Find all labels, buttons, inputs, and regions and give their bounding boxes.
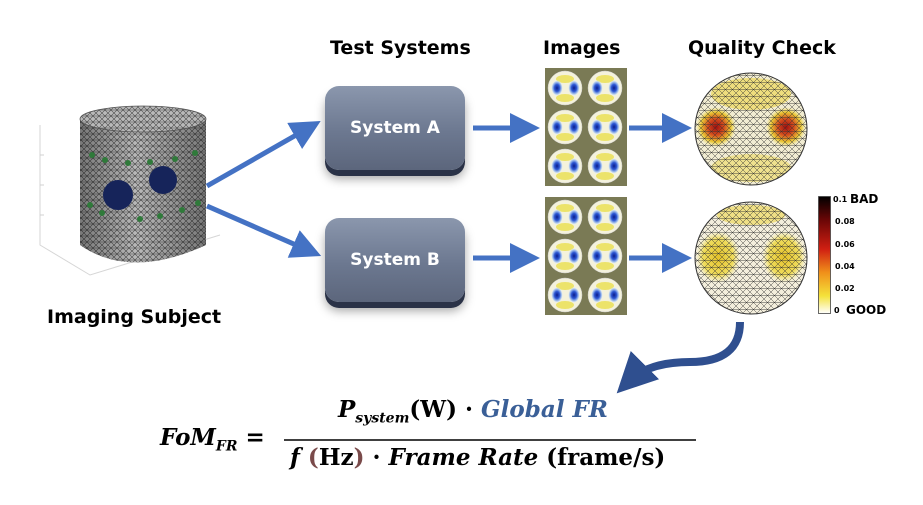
fraction-bar xyxy=(284,439,696,441)
imaging-subject-label: Imaging Subject xyxy=(47,306,222,328)
colorbar-tick-0.02: 0.02 xyxy=(835,284,855,293)
arrow-subject-to-system-a xyxy=(205,121,321,189)
colorbar-tick-0.04: 0.04 xyxy=(835,262,855,271)
arrow-subject-to-system-b xyxy=(205,203,322,258)
formula-denominator: f (Hz) · Frame Rate (frame/s) xyxy=(290,444,666,471)
colorbar-label-good: GOOD xyxy=(846,303,887,317)
header-images: Images xyxy=(543,37,621,59)
colorbar-tick-0.08: 0.08 xyxy=(835,217,855,226)
colorbar-tick-0.06: 0.06 xyxy=(835,240,855,249)
system-b-box: System B xyxy=(325,218,465,302)
formula-lhs: FoMFR = xyxy=(160,424,265,455)
colorbar-tick-0: 0 xyxy=(834,306,840,315)
imaging-subject-mesh xyxy=(39,105,221,276)
system-a-box: System A xyxy=(325,86,465,170)
quality-map-b xyxy=(694,201,808,315)
header-quality-check: Quality Check xyxy=(688,37,836,59)
colorbar xyxy=(818,196,831,314)
images-grid-b xyxy=(545,197,627,315)
figure-of-merit-formula: FoMFR = Psystem(W) · Global FR f (Hz) · … xyxy=(160,392,700,482)
colorbar-tick-0.1: 0.1 xyxy=(833,195,848,204)
formula-numerator: Psystem(W) · Global FR xyxy=(338,396,608,427)
header-test-systems: Test Systems xyxy=(330,37,471,59)
quality-map-a xyxy=(694,72,808,186)
curved-arrow-to-formula xyxy=(616,321,744,394)
colorbar-label-bad: BAD xyxy=(850,192,879,206)
images-grid-a xyxy=(545,68,627,186)
